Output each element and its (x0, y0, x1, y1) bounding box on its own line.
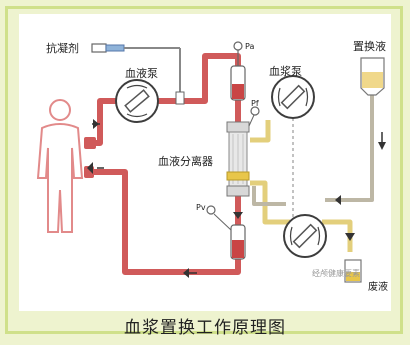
arrow-icon (335, 195, 341, 205)
anticoagulant-syringe (91, 43, 185, 105)
arterial-access (84, 137, 96, 149)
chamber-blood (232, 240, 244, 258)
replacement-fluid-bag (360, 57, 385, 96)
plasma-pump-label: 血浆泵 (269, 64, 302, 78)
plasma-arrows (335, 142, 386, 241)
patient-head (49, 99, 71, 121)
patient-figure (36, 99, 84, 233)
chamber-blood (232, 84, 244, 99)
pa-label: Pa (245, 42, 254, 51)
pump-roller (317, 226, 321, 246)
replacement-fluid-label: 置换液 (353, 39, 386, 53)
pressure-gauge-icon (206, 205, 216, 215)
anticoagulant-label: 抗凝剂 (46, 41, 79, 55)
heparin-port (175, 91, 185, 105)
replacement-to-separator (252, 186, 286, 206)
arterial-line (85, 98, 120, 146)
arrow-icon (183, 268, 189, 278)
return-line (87, 169, 241, 275)
separator-label: 血液分离器 (158, 154, 213, 168)
venous-drip-chamber (206, 205, 246, 260)
pressure-gauge-icon (233, 41, 243, 51)
replacement-pump (283, 214, 327, 258)
plasma-separator (226, 106, 260, 197)
bag-fluid (362, 72, 383, 88)
plasma-pump (271, 75, 315, 119)
pump-housing (271, 75, 315, 119)
frame-border (5, 6, 403, 334)
waste-label: 废液 (368, 280, 388, 293)
watermark: 经颅健康要素 (312, 268, 360, 278)
blood-pump-label: 血液泵 (125, 66, 158, 80)
to-separator-line (155, 53, 241, 104)
pf-label: Pf (251, 99, 259, 108)
arrow-icon (378, 142, 386, 150)
waste-line (322, 219, 353, 252)
blood-pump (115, 79, 159, 123)
replacement-feed (325, 95, 374, 202)
syringe-plunger (91, 43, 107, 53)
separator-plasma-band (226, 171, 250, 181)
separator-cap (226, 121, 250, 133)
pump-rotor (124, 89, 150, 113)
waste-container (344, 259, 362, 283)
patient-body (36, 123, 84, 233)
pump-roller (126, 113, 148, 118)
pv-label: Pv (196, 203, 206, 212)
arrow-icon (233, 212, 243, 219)
waste-fluid (346, 272, 360, 281)
pump-housing (283, 214, 327, 258)
syringe-barrel (105, 44, 125, 52)
arterial-drip-chamber (230, 41, 246, 101)
pump-housing (115, 79, 159, 123)
replacement-line (252, 95, 374, 206)
pump-roller (126, 84, 148, 89)
flow-arrows (87, 119, 243, 278)
diagram-caption: 血浆置换工作原理图 (124, 318, 286, 338)
pump-rotor (292, 223, 318, 249)
pump-roller (305, 87, 309, 107)
pressure-line (213, 213, 232, 231)
pressure-line (248, 114, 255, 127)
pump-roller (289, 226, 293, 246)
plasma-out-line (250, 120, 271, 143)
pump-roller (277, 87, 281, 107)
pressure-gauge-icon (250, 106, 260, 116)
arrow-icon (345, 233, 355, 241)
arrow-icon (87, 162, 93, 174)
pump-rotor (280, 84, 306, 110)
separator-cap (226, 185, 250, 197)
